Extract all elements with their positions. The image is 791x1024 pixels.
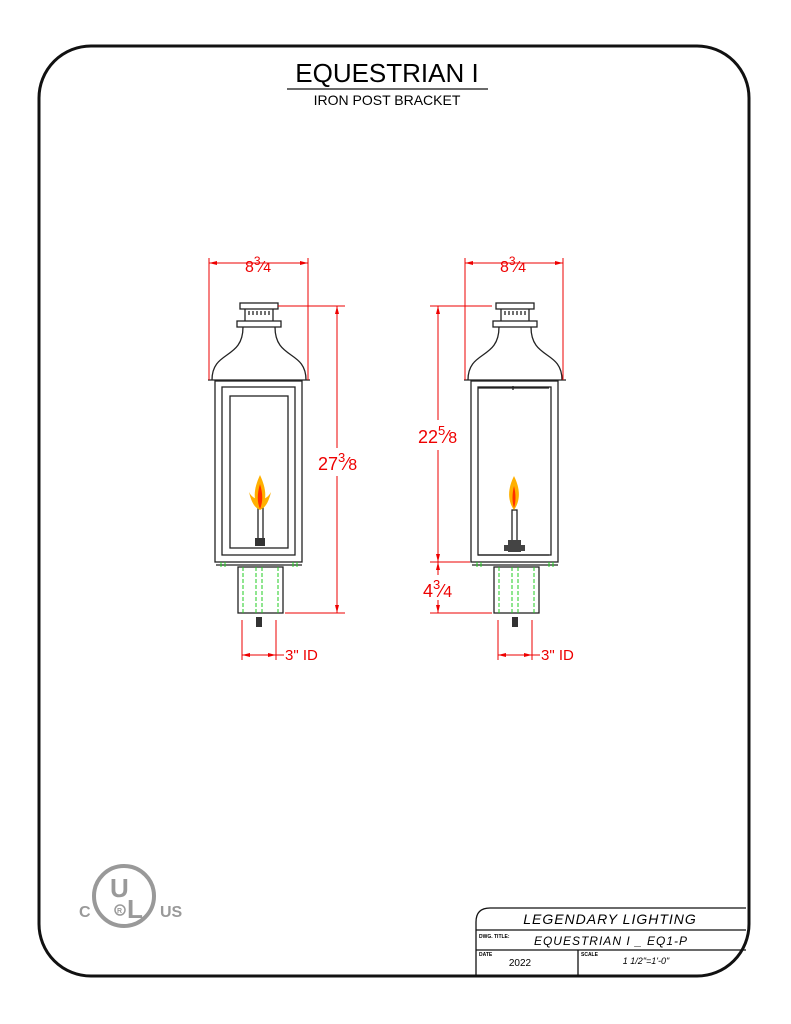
flame-icon — [509, 476, 519, 510]
flame-icon — [249, 475, 271, 510]
side-width-dimension: 83⁄4 — [500, 254, 526, 276]
side-view: 83⁄4 225⁄8 43⁄4 3" ID — [418, 254, 574, 664]
svg-text:SCALE: SCALE — [581, 952, 599, 958]
front-height-dimension: 273⁄8 — [318, 450, 357, 474]
svg-text:U: U — [110, 873, 129, 903]
front-width-dimension: 83⁄4 — [245, 254, 271, 276]
header: EQUESTRIAN I IRON POST BRACKET — [287, 58, 488, 108]
svg-text:DWG. TITLE:: DWG. TITLE: — [479, 934, 510, 940]
company-name: LEGENDARY LIGHTING — [523, 911, 697, 927]
ul-certification-logo: C U L R US — [79, 864, 183, 928]
svg-text:C: C — [79, 904, 91, 921]
svg-text:L: L — [127, 894, 143, 924]
drawing-title: EQUESTRIAN I — [295, 58, 478, 88]
side-post-height-dimension: 43⁄4 — [423, 577, 452, 601]
drawing-date: 2022 — [509, 958, 532, 969]
side-lantern-outline — [463, 302, 567, 628]
svg-text:R: R — [117, 908, 122, 915]
title-block: LEGENDARY LIGHTING DWG. TITLE: EQUESTRIA… — [475, 907, 746, 976]
front-post-dimension: 3" ID — [285, 647, 318, 664]
side-body-height-dimension: 225⁄8 — [418, 423, 457, 447]
sheet-border — [37, 44, 751, 978]
drawing-subtitle: IRON POST BRACKET — [314, 92, 461, 108]
front-lantern-outline — [207, 302, 311, 628]
drawing-number: EQUESTRIAN I _ EQ1-P — [534, 934, 688, 948]
side-post-dimension: 3" ID — [541, 647, 574, 664]
svg-text:DATE: DATE — [479, 952, 493, 958]
svg-text:US: US — [160, 904, 183, 921]
drawing-scale: 1 1/2"=1'-0" — [623, 956, 670, 966]
front-view: 83⁄4 273⁄8 3" ID — [207, 254, 357, 664]
